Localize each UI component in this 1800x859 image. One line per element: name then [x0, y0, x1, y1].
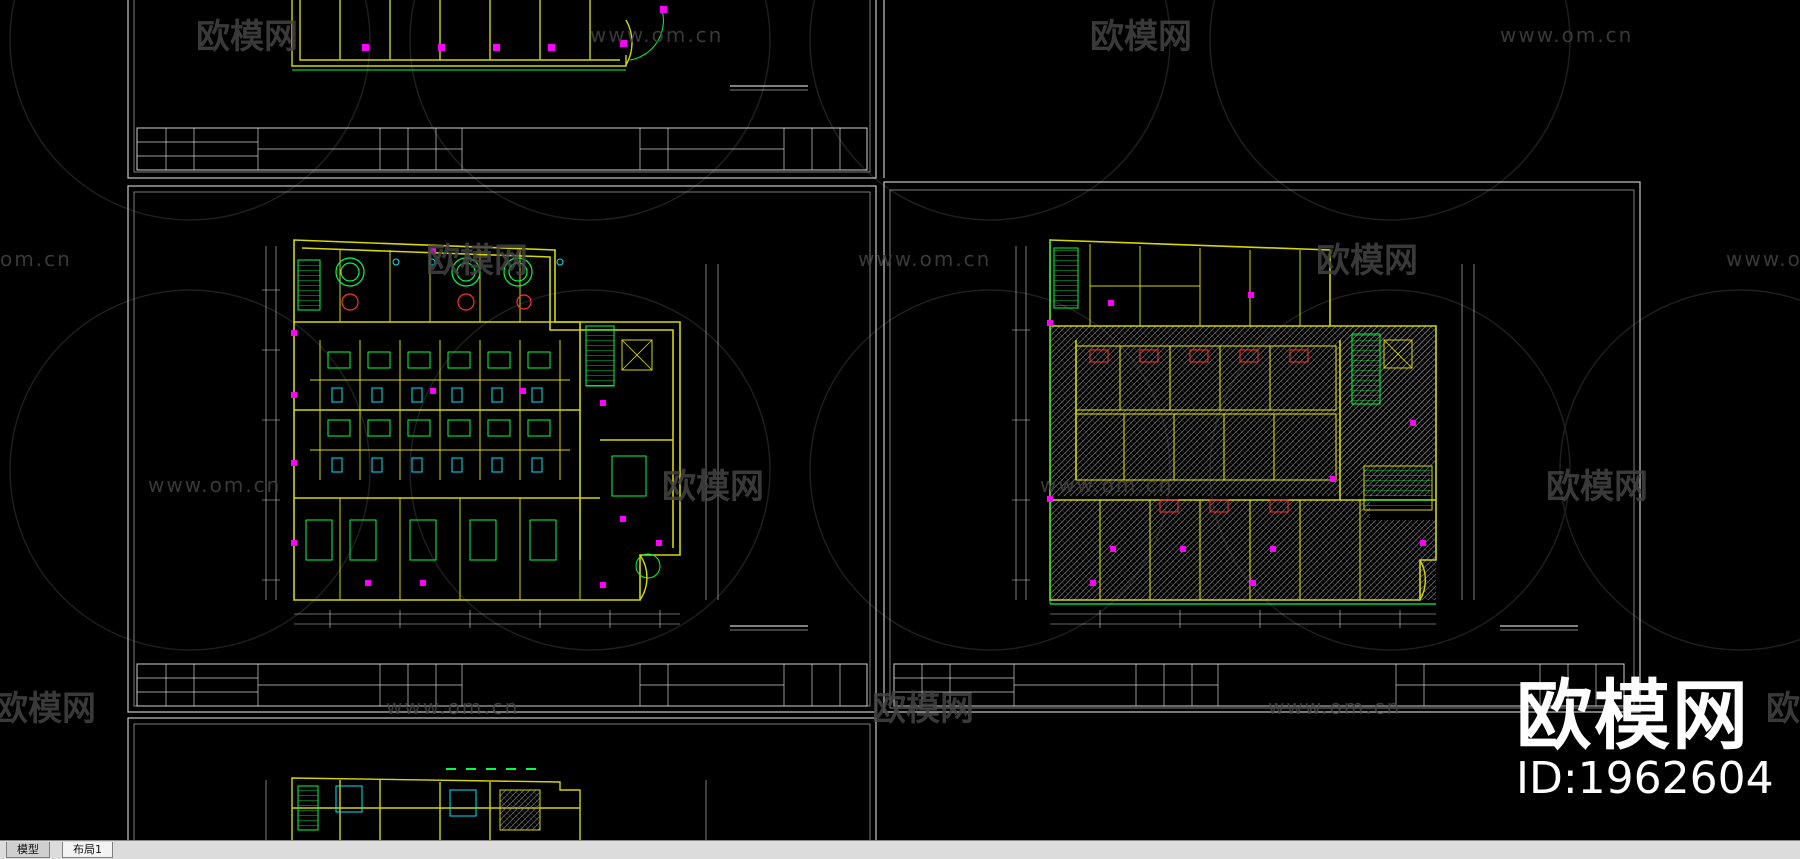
sheet-bottom-left	[127, 717, 877, 840]
watermark-layer: 欧模网 www.om.cn 欧模网 www.om.cn 欧模网 www.om.c…	[0, 17, 1800, 729]
watermark-url: www.om.cn	[148, 473, 281, 497]
brand-logo-text: 欧模网	[1516, 671, 1750, 760]
watermark-url: www.om.cn	[590, 23, 723, 47]
tab-model[interactable]: 模型	[6, 842, 50, 858]
cad-drawing: 欧模网 www.om.cn 欧模网 www.om.cn 欧模网 www.om.c…	[0, 0, 1800, 840]
watermark-brand: 欧模网	[1546, 467, 1648, 507]
watermark-url: www.om.cn	[386, 695, 519, 719]
watermark-brand: 欧模网	[1316, 241, 1418, 281]
watermark-url: www.om.cn	[1268, 695, 1401, 719]
sheet-middle-right	[883, 181, 1641, 713]
watermark-brand: 欧模网	[662, 467, 764, 507]
watermark-brand: 欧模网	[196, 17, 298, 57]
watermark-url: www.om.cn	[1500, 23, 1633, 47]
watermark-rings	[9, 0, 1800, 651]
watermark-brand: 欧模网	[1766, 689, 1800, 729]
watermark-url: www.om.cn	[858, 247, 991, 271]
brand-id-text: ID:1962604	[1516, 753, 1774, 804]
watermark-url-partial: om.cn	[0, 247, 72, 271]
layout-tab-bar: 模型 布局1	[0, 840, 1800, 859]
sheet-middle-left	[127, 185, 877, 713]
watermark-url: www.om.cn	[1726, 247, 1800, 271]
cad-model-space[interactable]: 欧模网 www.om.cn 欧模网 www.om.cn 欧模网 www.om.c…	[0, 0, 1800, 840]
watermark-brand: 欧模网	[0, 689, 96, 729]
watermark-url: www.om.cn	[1040, 473, 1173, 497]
watermark-brand: 欧模网	[426, 241, 528, 281]
tab-layout1[interactable]: 布局1	[62, 842, 113, 858]
watermark-brand: 欧模网	[872, 689, 974, 729]
sheet-top-left	[127, 0, 877, 179]
watermark-brand: 欧模网	[1090, 17, 1192, 57]
